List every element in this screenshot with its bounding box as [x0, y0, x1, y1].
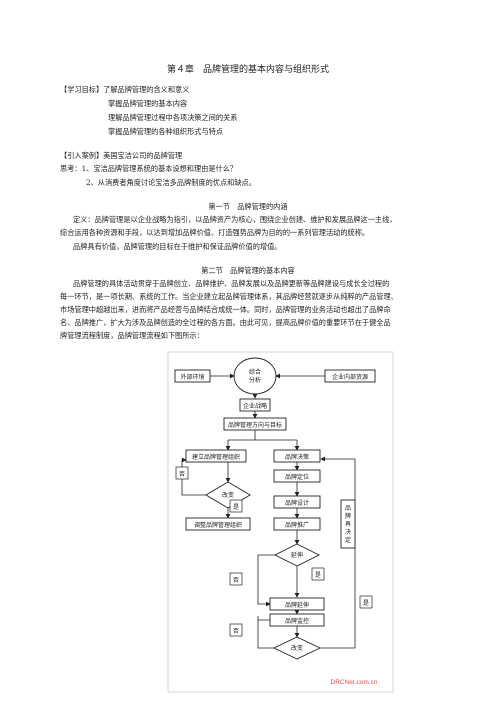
- monitoring-box: [269, 613, 325, 627]
- monitoring-label: 品牌监控: [285, 617, 309, 625]
- change-diamond-label: 改变: [291, 644, 303, 652]
- org-label: 建立品牌管理组织: [192, 453, 240, 461]
- org-adjust-box: [185, 517, 251, 531]
- section-2-title: 第二节 品牌管理的基本内容: [201, 266, 295, 275]
- yes-label: 是: [233, 504, 239, 511]
- change-diamond: [272, 636, 322, 660]
- definition-line: 综合运用各种资源和手段，以达到增加品牌价值、打造强势品牌为目的的一系列管理活动的…: [60, 228, 370, 237]
- yes-tag: [311, 567, 325, 581]
- external-environment-label: 外部环境: [180, 373, 204, 381]
- definition-line: 定义：品牌管理是以企业战略为指引，以品牌资产为核心，围绕企业创建、维护和发展品牌…: [73, 215, 397, 224]
- no-tag: [175, 466, 189, 480]
- extension-box: [269, 597, 325, 611]
- internal-resources-label: 企业内部资源: [332, 373, 368, 381]
- body-line: 名、品牌推广，扩大为涉及品牌创造的全过程的各方面。由此可见，提高品牌价值的重要环…: [60, 318, 391, 327]
- no-tag: [229, 623, 243, 637]
- no-tag: [229, 572, 243, 586]
- section-1-title: 第一节 品牌管理的内涵: [208, 202, 288, 211]
- yes-tag: [229, 499, 243, 513]
- objective-item: 理解品牌管理过程中各项决策之间的关系: [108, 113, 238, 122]
- internal-resources-box: [324, 369, 376, 383]
- value-paragraph: 品牌具有价值，品牌管理的目标在于维护和保证品牌价值的增值。: [73, 242, 282, 251]
- positioning-label: 品牌定位: [285, 473, 309, 481]
- no-label: 否: [179, 471, 185, 478]
- center-label-1: 综合分析: [249, 368, 261, 384]
- no-label: 否: [233, 577, 239, 584]
- external-environment-box: [174, 369, 211, 383]
- watermark: DRCNet.com.cn: [331, 679, 378, 686]
- extension-label: 品牌延伸: [285, 601, 309, 609]
- body-line: 每一环节，是一项长期、系统的工作。当企业建立起品牌管理体系，其品牌经营就逐步从纯…: [60, 292, 398, 301]
- redecide-box: [340, 499, 356, 549]
- redecide-label: 品牌再决定: [345, 505, 351, 544]
- design-label: 品牌设计: [285, 499, 309, 507]
- chapter-title: 第４章 品牌管理的基本内容与组织形式: [166, 65, 329, 75]
- body-line: 牌管理流程制度，品牌管理流程如下图所示：: [60, 331, 204, 340]
- org-box: [185, 449, 247, 463]
- body-line: 市场管理中超越出来，进而将产品经营与品牌结合成统一体。同时，品牌管理的业务活动也…: [60, 305, 391, 314]
- case-question-2: 2、从消费者角度讨论宝洁多品牌制度的优点和缺点。: [86, 178, 256, 187]
- design-box: [273, 495, 321, 509]
- objectives-head: 【学习目标】了解品牌管理的含义和意义: [60, 85, 190, 94]
- objective-item: 掌握品牌管理的各种组织形式与特点: [108, 127, 224, 136]
- direction-label: 品牌管理方向与目标: [228, 421, 282, 429]
- case-head: 【引入案例】美国宝洁公司的品牌管理: [60, 151, 183, 160]
- body-line: 品牌管理的具体活动贯穿于品牌创立、品牌维护、品牌发展以及品牌更新等品牌建设与成长…: [73, 279, 390, 288]
- yes-label: 是: [363, 600, 369, 607]
- yes-tag: [359, 595, 373, 609]
- objective-item: 掌握品牌管理的基本内容: [108, 99, 188, 108]
- promotion-label: 品牌推广: [285, 521, 309, 529]
- case-question-1: 思考：1、宝洁品牌管理系统的基本设想和理由是什么？: [60, 164, 238, 173]
- decision-box: [273, 449, 321, 463]
- decision-label: 品牌决策: [285, 453, 309, 461]
- strategy-box: [239, 398, 271, 412]
- no-label: 否: [233, 628, 239, 635]
- org-adjust-label: 调整品牌管理组织: [194, 521, 242, 529]
- extension-diamond-label: 延伸: [291, 551, 303, 559]
- promotion-box: [273, 517, 321, 531]
- strategy-label: 企业战略: [243, 402, 267, 410]
- extension-diamond: [273, 543, 321, 567]
- positioning-box: [273, 469, 321, 483]
- analysis-ellipse: [233, 357, 277, 395]
- org-change-label: 改变: [222, 491, 234, 499]
- direction-box: [223, 417, 287, 431]
- yes-label: 是: [315, 572, 321, 579]
